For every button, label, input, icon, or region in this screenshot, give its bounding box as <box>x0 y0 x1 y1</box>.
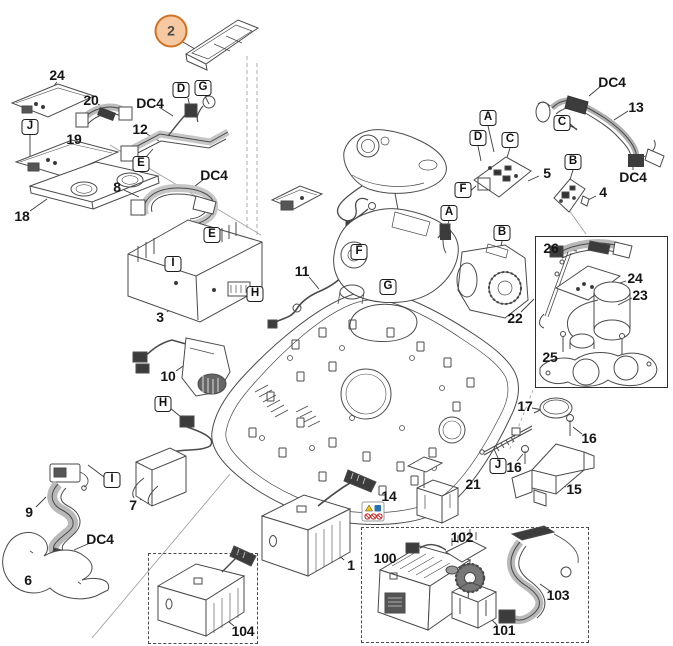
part-label-14-15: 14 <box>381 488 397 504</box>
connector-a2-drawing <box>440 230 451 254</box>
chassis-drawing <box>211 290 519 525</box>
part-label-20-1: 20 <box>83 92 99 108</box>
part-label-103-21: 103 <box>546 587 570 603</box>
connector-ref-I-18: I <box>103 472 121 488</box>
part-19-plate-drawing <box>14 139 120 177</box>
part-104-contents-drawing <box>156 545 257 637</box>
part-label-12-3: 12 <box>132 121 148 137</box>
highlight-badge-part-2[interactable]: 2 <box>154 14 188 48</box>
part-label-18-5: 18 <box>14 208 30 224</box>
part-label-26-28: 26 <box>543 240 559 256</box>
part-label-24-29: 24 <box>627 270 643 286</box>
part-label-6-14: 6 <box>24 572 32 588</box>
detail-22-contents-drawing <box>539 239 658 387</box>
safety-sticker <box>361 501 385 522</box>
part-label-15-26: 15 <box>566 481 582 497</box>
part-label-5-34: 5 <box>543 165 551 181</box>
connector-ref-D-10: D <box>469 130 487 146</box>
detail-box-22 <box>535 236 668 388</box>
part-label-17-23: 17 <box>517 398 533 414</box>
connector-ref-D-1: D <box>172 82 190 98</box>
part-label-3-8: 3 <box>156 309 164 325</box>
axle-rod-drawing <box>479 425 533 456</box>
part-label-DC4-2: DC4 <box>136 95 164 111</box>
part-label-9-12: 9 <box>25 504 33 520</box>
connector-ref-E-3: E <box>132 156 150 172</box>
part-label-16-24: 16 <box>581 430 597 446</box>
connector-ref-F-7: F <box>350 244 368 260</box>
deck-motor-drawing <box>333 208 459 305</box>
part-12-bracket-drawing <box>120 95 230 162</box>
part-20-strap-drawing <box>75 103 133 128</box>
connector-ref-I-5: I <box>164 256 182 272</box>
part-label-22-27: 22 <box>507 310 523 326</box>
part-15-cover-drawing <box>511 443 595 507</box>
part-2-cover-drawing <box>184 19 260 71</box>
screw-16-drawings <box>521 414 574 464</box>
part-label-104-17: 104 <box>231 623 255 639</box>
part-label-102-19: 102 <box>450 529 474 545</box>
part-label-25-31: 25 <box>542 349 558 365</box>
part-label-16-25: 16 <box>506 459 522 475</box>
connector-ref-J-0: J <box>21 119 39 135</box>
part-18-tray-drawing <box>28 161 160 210</box>
part-label-101-20: 101 <box>492 622 516 638</box>
part-4-pcb-drawing <box>553 178 590 213</box>
part-label-4-35: 4 <box>599 184 607 200</box>
part-24-plate-drawing <box>10 83 96 118</box>
part-label-13-33: 13 <box>628 99 644 115</box>
connector-ref-E-4: E <box>203 227 221 243</box>
connector-ref-C-11: C <box>501 132 519 148</box>
connector-ref-J-19: J <box>489 458 507 474</box>
part-label-DC4-13: DC4 <box>86 531 114 547</box>
part-label-100-18: 100 <box>373 550 397 566</box>
connector-ref-G-2: G <box>194 80 212 96</box>
connector-ref-B-13: B <box>564 154 582 170</box>
connector-ref-A-9: A <box>479 110 497 126</box>
battery-kit-contents-drawing <box>377 525 579 631</box>
part-7-bracket-drawing <box>132 415 213 507</box>
part-label-DC4-36: DC4 <box>619 169 647 185</box>
part-13-harness-drawing <box>535 95 665 168</box>
part-label-7-11: 7 <box>129 497 137 513</box>
part-22-gearmotor-drawing <box>456 243 529 319</box>
connector-ref-G-8: G <box>379 279 397 295</box>
part-label-1-16: 1 <box>347 557 355 573</box>
part-1-box-drawing <box>260 469 377 577</box>
part-6-cover-drawing <box>2 532 110 600</box>
part-label-11-9: 11 <box>294 263 310 279</box>
part-8-clamp-drawing <box>130 183 219 229</box>
part-label-DC4-7: DC4 <box>200 167 228 183</box>
part-label-10-10: 10 <box>160 368 176 384</box>
part-5-pcb-drawing <box>473 156 532 198</box>
part-label-8-6: 8 <box>113 179 121 195</box>
connector-ref-B-16: B <box>493 225 511 241</box>
connector-ref-H-17: H <box>154 396 172 412</box>
part-label-19-4: 19 <box>66 131 82 147</box>
connector-ref-H-6: H <box>246 286 264 302</box>
part-label-DC4-32: DC4 <box>598 74 626 90</box>
part-label-21-22: 21 <box>465 476 481 492</box>
part-label-23-30: 23 <box>632 287 648 303</box>
part-3-box-drawing <box>127 219 263 323</box>
part-label-24-0: 24 <box>49 67 65 83</box>
connector-ref-F-14: F <box>454 182 472 198</box>
detail-box-104 <box>148 553 258 644</box>
detail-box-battery-kit <box>361 527 589 643</box>
part-17-disc-drawing <box>533 397 573 419</box>
connector-ref-A-15: A <box>440 205 458 221</box>
part-10-motor-drawing <box>132 337 231 397</box>
connector-ref-C-12: C <box>553 115 571 131</box>
part-21-bracket-drawing <box>406 456 459 524</box>
